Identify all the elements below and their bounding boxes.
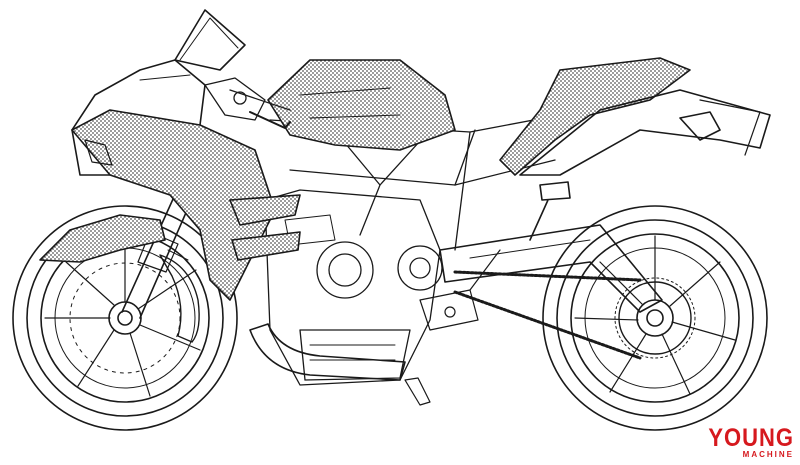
- exhaust-pipe: [249, 323, 406, 381]
- logo-main-text: YOUNG: [708, 423, 794, 452]
- brand-logo: YOUNG MACHINE: [708, 423, 794, 459]
- swingarm: [439, 224, 663, 313]
- rear-set: [419, 249, 501, 331]
- side-stand: [404, 377, 431, 406]
- nose-cowl: [71, 9, 246, 131]
- engine: [264, 189, 443, 386]
- fuel-tank: [267, 59, 456, 151]
- cockpit: [204, 77, 291, 129]
- front-fairing: [39, 109, 301, 301]
- rear-wheel: [542, 205, 768, 431]
- drive-chain: [453, 270, 642, 360]
- tail-light: [679, 111, 721, 141]
- rear-shock: [529, 181, 571, 241]
- tail-section: [499, 57, 771, 176]
- logo-sub-text: MACHINE: [742, 450, 794, 459]
